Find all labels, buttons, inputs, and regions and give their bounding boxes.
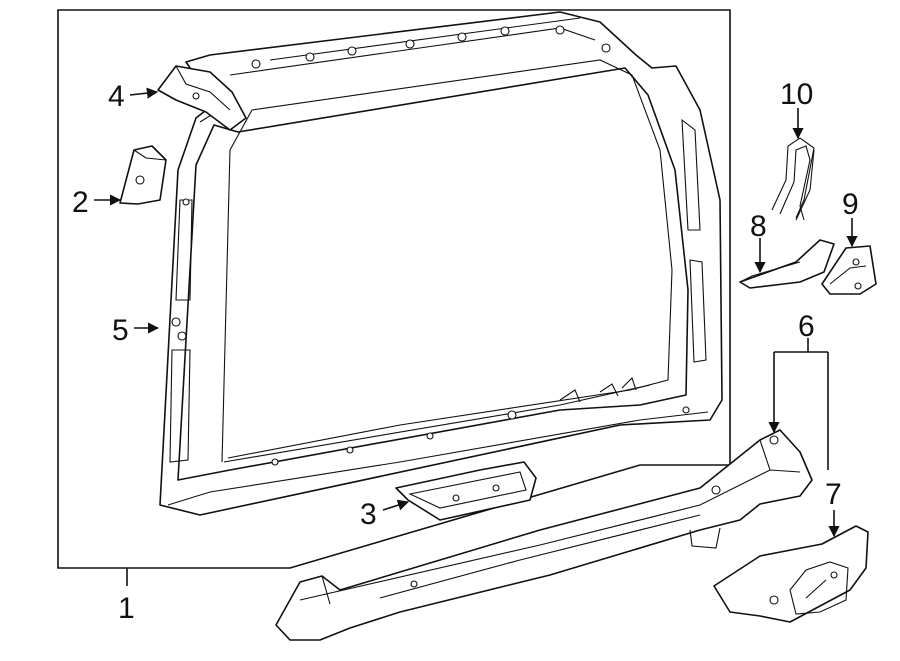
small-bracket	[119, 145, 167, 205]
callout-6: 6	[798, 310, 815, 343]
callout-5: 5	[112, 314, 129, 347]
callout-10: 10	[780, 78, 813, 111]
lower-crossmember	[275, 429, 813, 641]
side-bracket-8	[739, 239, 835, 289]
callout-3: 3	[360, 498, 377, 531]
callout-7: 7	[825, 478, 842, 511]
window-frame	[159, 11, 723, 516]
assembly-box	[57, 9, 731, 569]
callout-4: 4	[108, 80, 125, 113]
callout-1: 1	[118, 592, 135, 625]
side-bracket-9	[821, 245, 877, 295]
leader-4	[129, 87, 159, 99]
callout-8: 8	[750, 210, 767, 243]
lower-bracket	[713, 525, 869, 623]
callout-2: 2	[72, 186, 89, 219]
reinforcement-plate	[395, 461, 537, 521]
corner-bracket	[157, 65, 247, 131]
leader-3	[382, 499, 410, 511]
callout-9: 9	[842, 188, 859, 221]
clip	[771, 137, 815, 221]
